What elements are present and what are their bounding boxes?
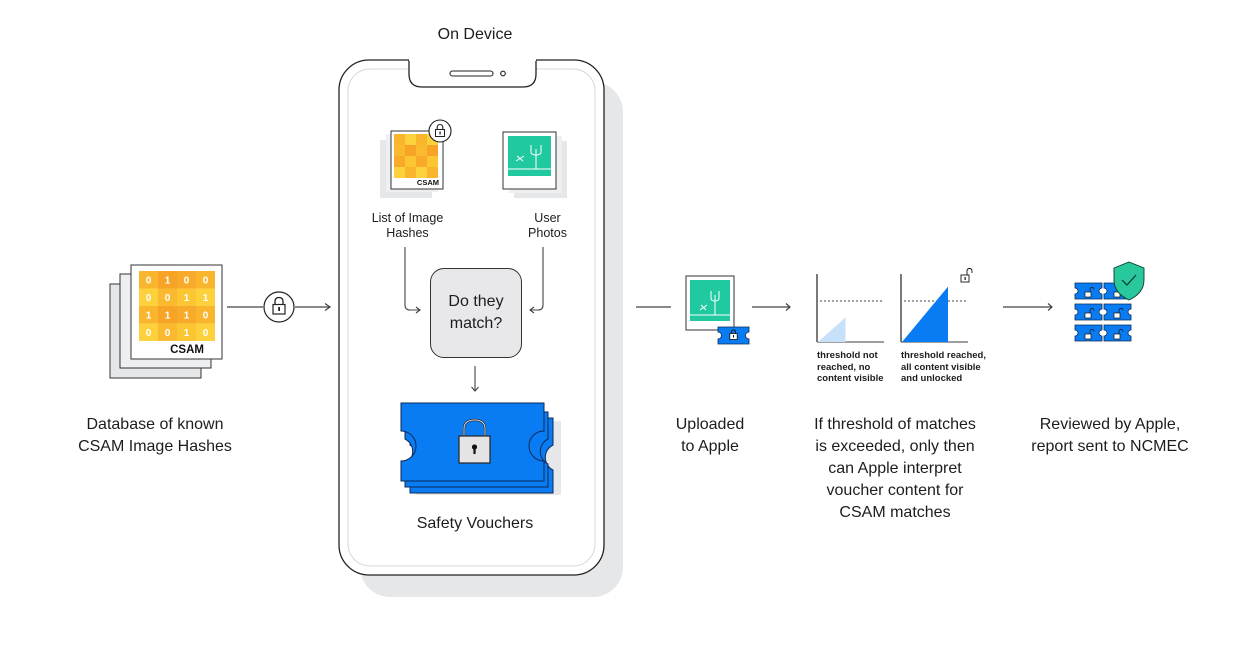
hash-cell	[405, 134, 416, 145]
hash-cell	[394, 134, 405, 145]
hash-bit: 0	[203, 276, 209, 287]
hash-bit: 1	[184, 293, 190, 304]
hash-cell	[416, 134, 427, 145]
hash-cell	[158, 305, 177, 324]
lock-icon	[263, 291, 295, 323]
phone-camera	[500, 70, 506, 77]
match-decision-box: Do they match?	[430, 268, 522, 358]
hash-bit: 0	[146, 293, 152, 304]
hash-bit: 1	[165, 276, 171, 287]
hash-cell	[394, 167, 405, 178]
database-label: Database of known CSAM Image Hashes	[78, 416, 232, 455]
hash-cell	[416, 145, 427, 156]
hash-cell	[177, 271, 196, 289]
hash-bit: 0	[203, 310, 209, 321]
hash-cell	[394, 145, 405, 156]
on-device-title: On Device	[437, 26, 513, 43]
lock-icon	[729, 329, 738, 340]
hash-cell	[427, 167, 438, 178]
hash-cell	[394, 156, 405, 167]
hash-bit: 1	[203, 293, 209, 304]
hash-cell	[177, 288, 196, 306]
hash-bit: 0	[146, 328, 152, 339]
phone-notch	[408, 60, 537, 88]
unlocked-lock-icon	[1084, 333, 1092, 340]
hash-cell	[177, 323, 196, 341]
hash-cell	[196, 323, 215, 341]
not-reached-caption: threshold not reached, no content visibl…	[817, 350, 884, 384]
chart-reached	[900, 268, 973, 343]
hash-bit: 1	[184, 310, 190, 321]
matches-area-not-reached	[818, 317, 846, 342]
unlocked-lock-icon	[1113, 312, 1121, 319]
hash-grid: 0 1 0 0 0 0 1 1 1 1 1 0 0 0 1 0	[139, 271, 215, 341]
matches-area-reached	[902, 286, 948, 342]
hash-bit: 1	[165, 310, 171, 321]
upload-label: Uploaded to Apple	[675, 416, 745, 455]
unlocked-lock-icon	[1084, 291, 1092, 298]
hash-cell	[139, 323, 158, 341]
lock-icon	[458, 418, 491, 464]
hash-cell	[427, 145, 438, 156]
hash-cell	[196, 288, 215, 306]
hash-cell	[196, 305, 215, 324]
user-photos-label: User Photos	[528, 211, 567, 240]
hash-cell	[405, 145, 416, 156]
unlocked-lock-icon	[960, 268, 973, 283]
hash-cell	[158, 323, 177, 341]
reviewed-voucher	[1074, 282, 1103, 300]
hash-list-label: List of Image Hashes	[371, 211, 444, 240]
hash-cell	[158, 271, 177, 289]
review-label: Reviewed by Apple, report sent to NCMEC	[1031, 416, 1189, 455]
hash-bit: 1	[184, 328, 190, 339]
hash-cell	[416, 167, 427, 178]
hash-list-badge: CSAM	[417, 178, 439, 187]
reviewed-voucher	[1103, 324, 1132, 342]
hash-bit: 0	[184, 276, 190, 287]
hash-cell	[139, 305, 158, 324]
unlocked-lock-icon	[1113, 333, 1121, 340]
hash-cell	[416, 156, 427, 167]
hash-bit: 0	[165, 328, 171, 339]
hash-cell	[177, 305, 196, 324]
hash-bit: 1	[146, 310, 152, 321]
safety-vouchers-label: Safety Vouchers	[416, 515, 534, 532]
lock-icon	[428, 119, 452, 143]
reviewed-voucher	[1074, 324, 1103, 342]
hash-cell	[405, 156, 416, 167]
hash-bit: 0	[165, 293, 171, 304]
shield-check-icon	[1113, 261, 1145, 301]
hash-cell	[196, 271, 215, 289]
hash-cell	[139, 271, 158, 289]
hash-bit: 0	[203, 328, 209, 339]
reached-caption: threshold reached, all content visible a…	[901, 350, 986, 384]
chart-not-reached	[816, 274, 884, 343]
hash-cell	[427, 156, 438, 167]
unlocked-lock-icon	[1084, 312, 1092, 319]
threshold-label: If threshold of matches is exceeded, onl…	[814, 416, 976, 521]
database-badge: CSAM	[170, 344, 204, 356]
phone-speaker	[449, 70, 494, 77]
hash-cell	[158, 288, 177, 306]
hash-cell	[139, 288, 158, 306]
hash-bit: 0	[146, 276, 152, 287]
reviewed-voucher	[1074, 303, 1103, 321]
reviewed-voucher	[1103, 303, 1132, 321]
hash-cell	[405, 167, 416, 178]
